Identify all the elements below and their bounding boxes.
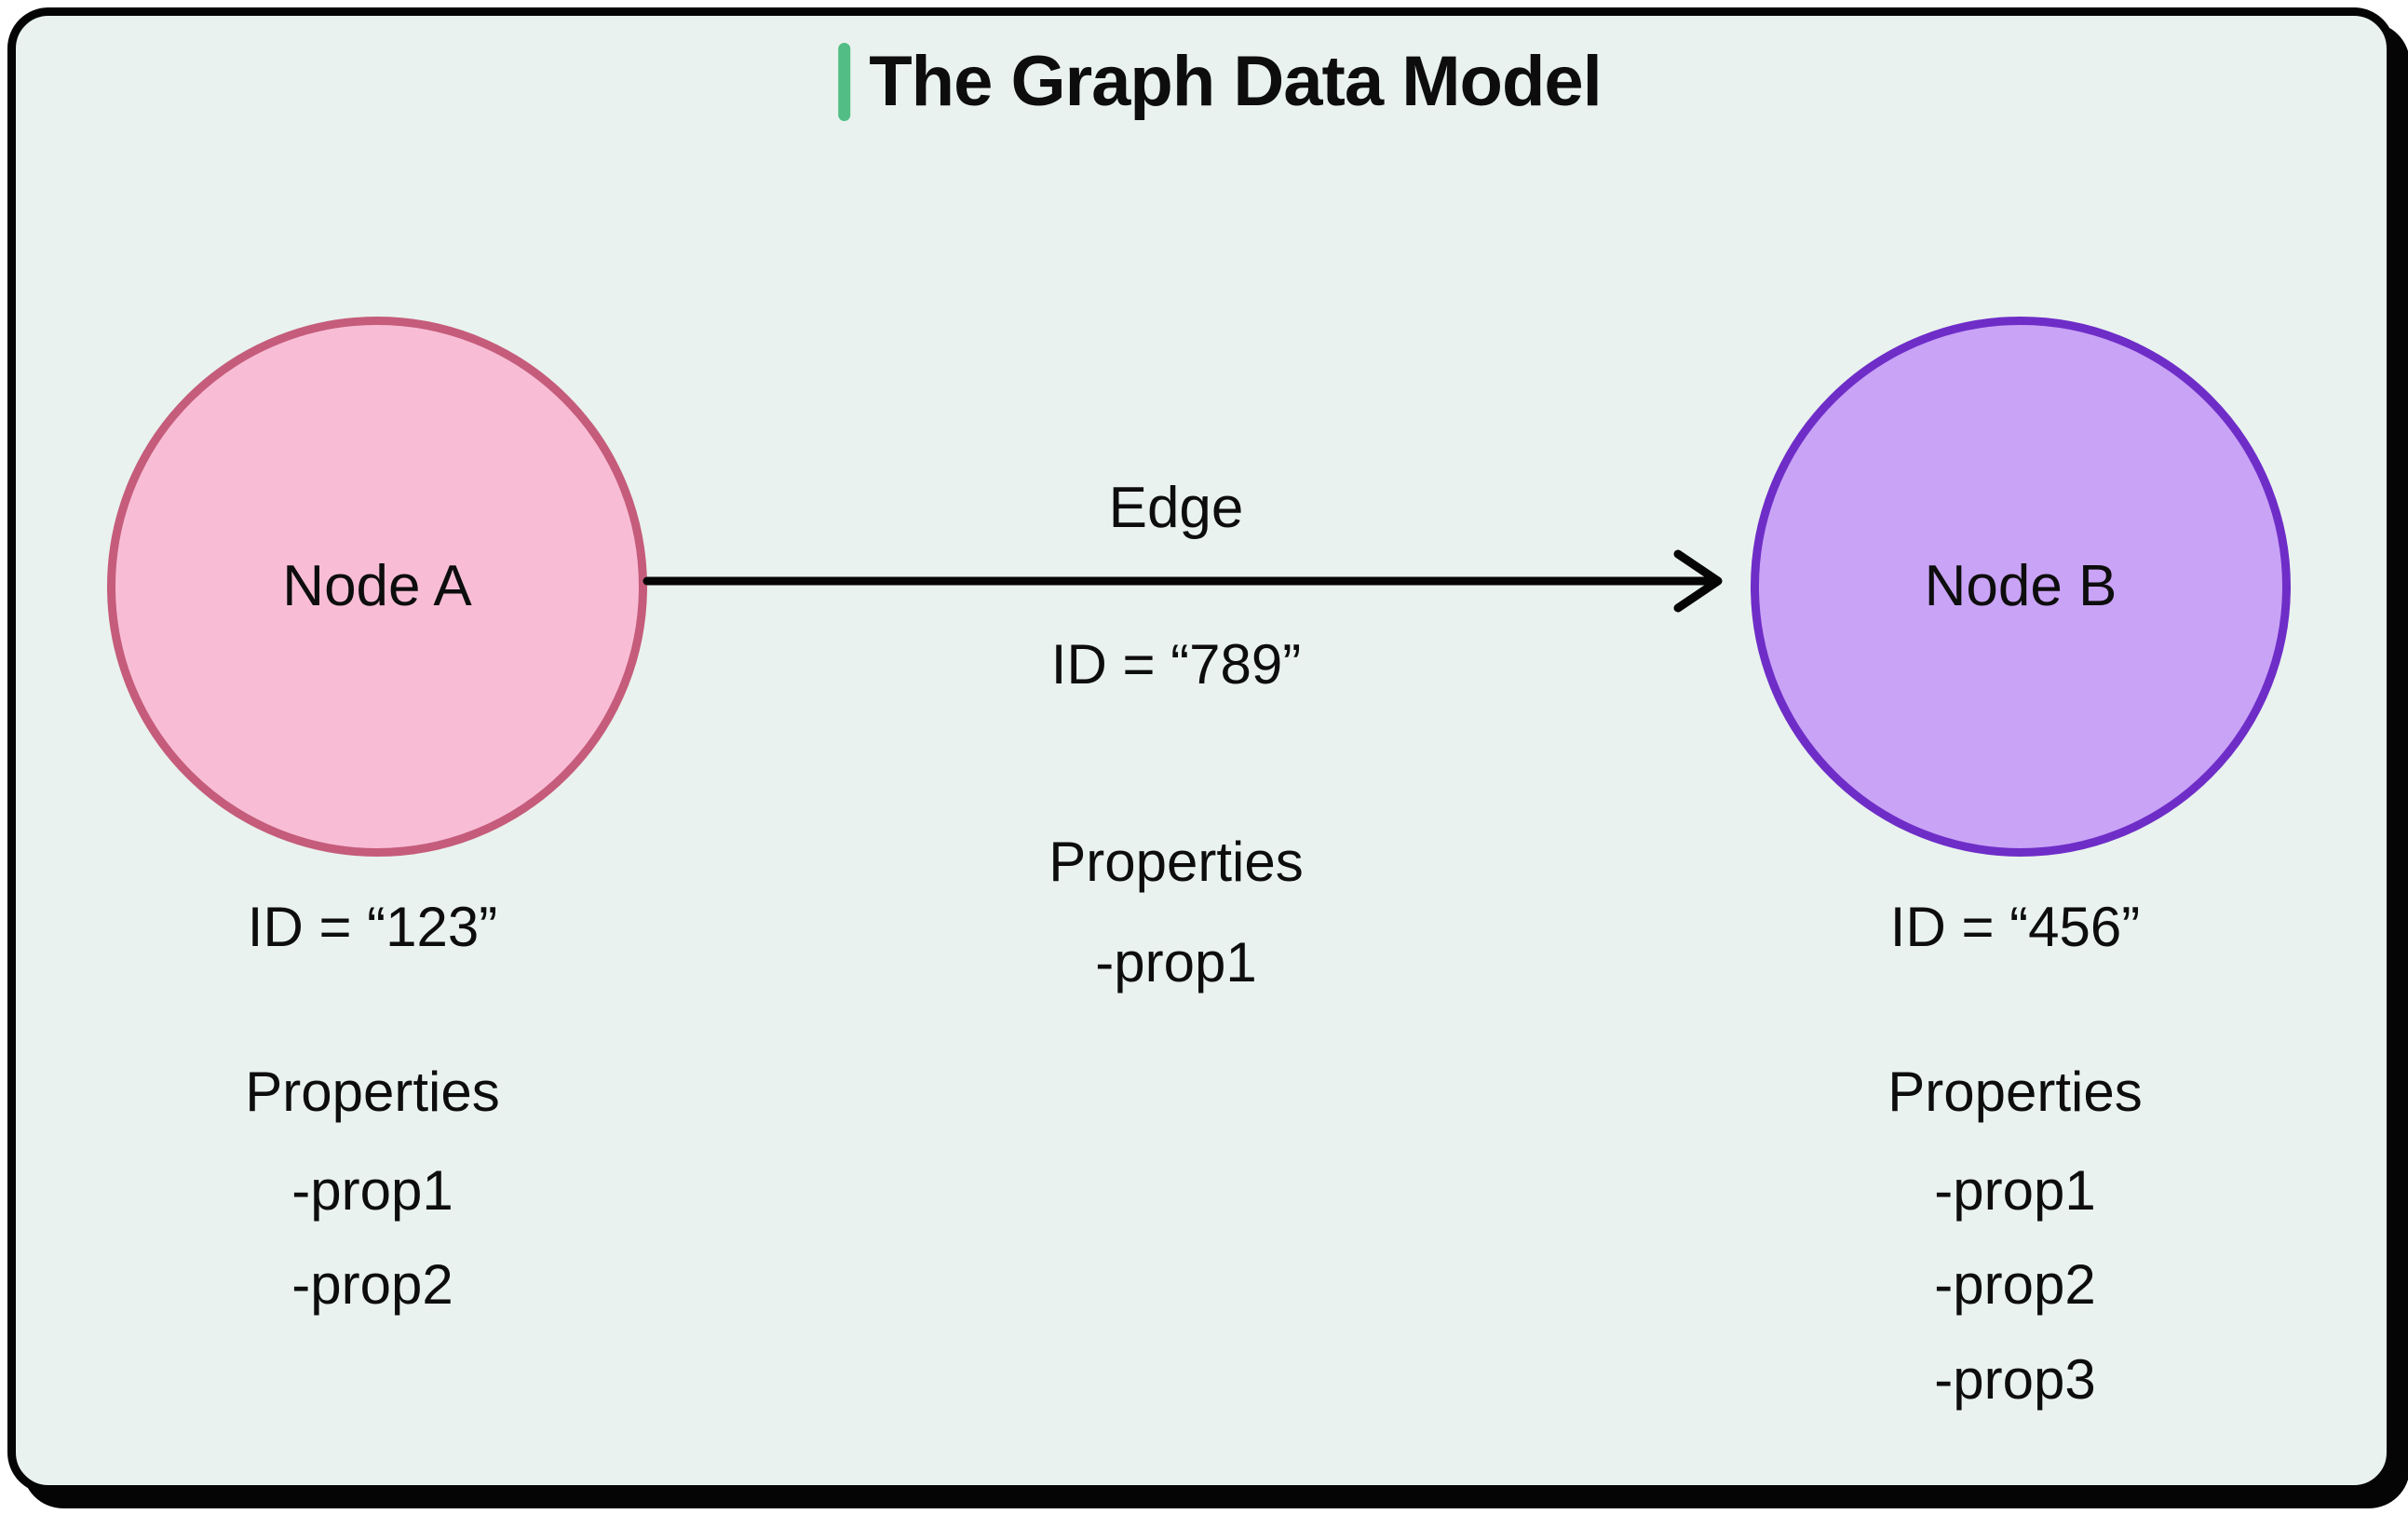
node-b-id: ID = “456”: [1889, 896, 2141, 958]
edge-id: ID = “789”: [1050, 633, 1302, 696]
node-b-properties-heading: Properties: [1887, 1061, 2143, 1123]
node-a-circle: Node A: [107, 317, 647, 857]
edge-properties-heading: Properties: [1048, 831, 1304, 893]
node-a-label: Node A: [282, 554, 472, 618]
node-b-circle: Node B: [1751, 317, 2291, 857]
node-b-label: Node B: [1924, 554, 2117, 618]
node-b-prop: -prop1: [1934, 1159, 2096, 1222]
edge-arrow: [643, 549, 1723, 613]
node-a-id: ID = “123”: [247, 896, 498, 958]
node-a-properties-heading: Properties: [245, 1061, 500, 1123]
page-title: The Graph Data Model: [869, 42, 1603, 121]
node-b-prop: -prop3: [1934, 1348, 2096, 1411]
node-a-prop: -prop2: [291, 1253, 453, 1316]
edge-label: Edge: [1108, 476, 1244, 540]
title-row: The Graph Data Model: [838, 42, 1603, 121]
node-a-prop: -prop1: [291, 1159, 453, 1222]
title-accent-bar: [838, 43, 851, 121]
node-b-prop: -prop2: [1934, 1253, 2096, 1316]
edge-prop: -prop1: [1095, 931, 1257, 994]
